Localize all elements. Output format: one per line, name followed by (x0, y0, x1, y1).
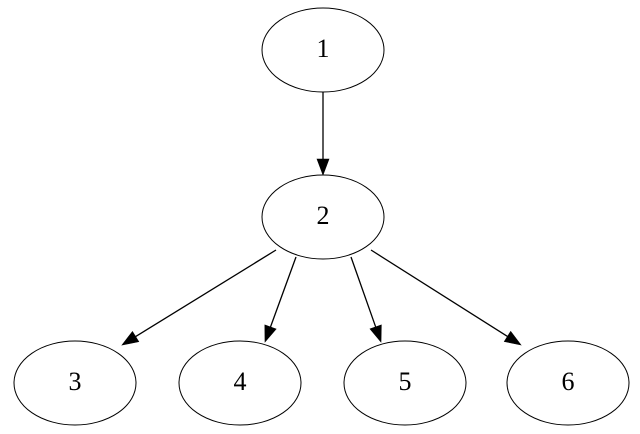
graph-node-4[interactable]: 4 (178, 340, 302, 426)
edge-line (350, 256, 377, 328)
node-label: 3 (69, 367, 82, 396)
graph-edge (264, 256, 297, 343)
node-label: 4 (234, 367, 247, 396)
graph-node-5[interactable]: 5 (343, 340, 467, 426)
node-ellipse[interactable] (261, 174, 385, 260)
node-label: 2 (317, 201, 330, 230)
node-ellipse[interactable] (178, 340, 302, 426)
edge-line (135, 249, 277, 338)
edge-arrowhead-icon (369, 324, 382, 343)
graph-edge (370, 249, 522, 346)
node-label: 5 (399, 367, 412, 396)
graph-edge (350, 256, 382, 343)
graph-node-2[interactable]: 2 (261, 174, 385, 260)
graph-edge (121, 249, 277, 346)
edge-arrowhead-icon (503, 330, 522, 346)
graph-node-6[interactable]: 6 (506, 340, 630, 426)
edges-layer (121, 92, 522, 346)
node-ellipse[interactable] (343, 340, 467, 426)
node-ellipse[interactable] (13, 340, 137, 426)
node-ellipse[interactable] (261, 7, 385, 93)
node-label: 1 (317, 34, 330, 63)
graph-node-3[interactable]: 3 (13, 340, 137, 426)
nodes-layer: 1 2 3 4 5 6 (13, 7, 630, 426)
edge-arrowhead-icon (316, 158, 330, 176)
node-label: 6 (562, 367, 575, 396)
edge-arrowhead-icon (121, 330, 140, 346)
edge-line (370, 249, 508, 337)
edge-line (269, 256, 297, 328)
graph-edge (316, 92, 330, 176)
graph-node-1[interactable]: 1 (261, 7, 385, 93)
node-ellipse[interactable] (506, 340, 630, 426)
edge-arrowhead-icon (264, 324, 277, 343)
